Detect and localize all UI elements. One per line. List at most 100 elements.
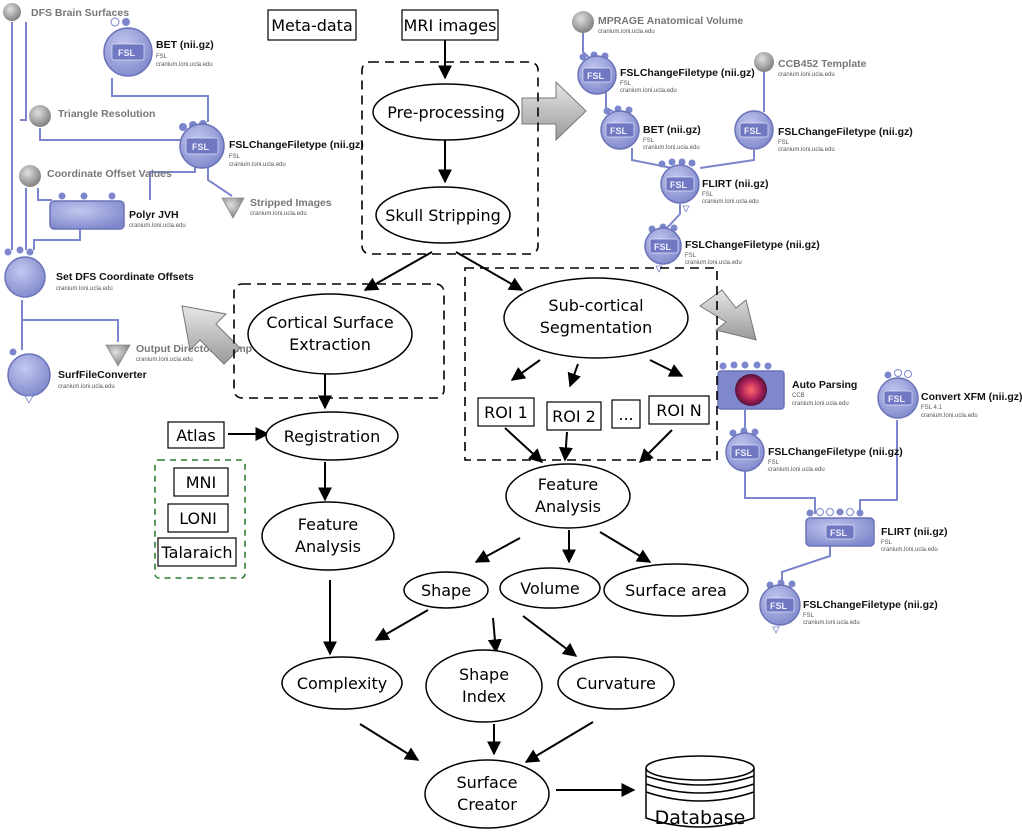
svg-text:ROI 2: ROI 2 [552, 407, 596, 426]
cortical-extraction-node[interactable]: Cortical Surface Extraction [247, 293, 413, 375]
mni-box[interactable]: MNI [173, 467, 229, 497]
svg-text:Segmentation: Segmentation [540, 318, 652, 337]
dfs-brain-surfaces-param[interactable]: DFS Brain Surfaces [3, 3, 129, 21]
svg-text:Convert XFM (nii.gz): Convert XFM (nii.gz) [921, 391, 1022, 403]
surffile-converter-module[interactable]: SurfFileConverter cranium.loni.ucla.edu [7, 348, 147, 404]
fslchangefiletype-tr-3[interactable]: FSL FSLChangeFiletype (nii.gz) FSL crani… [644, 223, 820, 273]
svg-text:Pre-processing: Pre-processing [387, 103, 504, 122]
svg-text:cranium.loni.ucla.edu: cranium.loni.ucla.edu [136, 357, 193, 363]
auto-parsing-module[interactable]: Auto Parsing CCB cranium.loni.ucla.edu [717, 361, 857, 410]
svg-text:FSL: FSL [768, 460, 780, 466]
flirt-module-tr[interactable]: FSL FLIRT (nii.gz) FSL cranium.loni.ucla… [658, 158, 769, 213]
svg-text:Analysis: Analysis [295, 537, 361, 556]
svg-text:Extraction: Extraction [289, 335, 371, 354]
svg-text:FSL: FSL [229, 154, 241, 160]
param-icon [3, 3, 21, 21]
fslchangefiletype-br-2[interactable]: FSL FSLChangeFiletype (nii.gz) FSL crani… [759, 579, 938, 634]
left-pipeline [11, 22, 233, 350]
svg-text:FSL: FSL [702, 192, 714, 198]
loni-box[interactable]: LONI [167, 503, 229, 533]
svg-text:FSL: FSL [643, 138, 655, 144]
roi-ellipsis-box[interactable]: ... [611, 399, 641, 429]
svg-text:FSL: FSL [881, 540, 893, 546]
surface-area-node[interactable]: Surface area [603, 563, 749, 617]
svg-text:cranium.loni.ucla.edu: cranium.loni.ucla.edu [921, 413, 978, 419]
svg-text:cranium.loni.ucla.edu: cranium.loni.ucla.edu [685, 260, 742, 266]
skull-stripping-node[interactable]: Skull Stripping [375, 186, 511, 244]
flirt-module-br[interactable]: FSL FLIRT (nii.gz) FSL cranium.loni.ucla… [805, 508, 947, 554]
coordinate-offset-label: Coordinate Offset Values [47, 168, 172, 180]
big-arrow-to-top-right [521, 80, 587, 142]
svg-text:Skull Stripping: Skull Stripping [385, 206, 501, 225]
svg-text:cranium.loni.ucla.edu: cranium.loni.ucla.edu [56, 286, 113, 292]
svg-text:CCB452 Template: CCB452 Template [778, 58, 867, 70]
ccb452-template-param[interactable]: CCB452 Template cranium.loni.ucla.edu [754, 52, 867, 78]
bet-sub2: cranium.loni.ucla.edu [156, 62, 213, 68]
brain-render-icon [735, 374, 767, 406]
database-cylinder[interactable]: Database [645, 755, 755, 829]
bottom-right-pipeline-links [744, 410, 898, 584]
fslchangefiletype-tr-2[interactable]: FSL FSLChangeFiletype (nii.gz) FSL crani… [734, 110, 913, 153]
svg-text:Index: Index [462, 687, 506, 706]
feature-analysis-left-node[interactable]: Feature Analysis [261, 501, 395, 571]
coordinate-offset-param[interactable]: Coordinate Offset Values [19, 165, 172, 187]
convert-xfm-module[interactable]: FSL Convert XFM (nii.gz) FSL 4.1 cranium… [877, 369, 1022, 420]
feature-analysis-right-node[interactable]: Feature Analysis [505, 463, 631, 529]
bet-sub1: FSL [156, 54, 168, 60]
registration-node[interactable]: Registration [265, 411, 399, 461]
set-dfs-module[interactable]: Set DFS Coordinate Offsets cranium.loni.… [4, 246, 194, 298]
svg-text:cranium.loni.ucla.edu: cranium.loni.ucla.edu [778, 72, 835, 78]
svg-text:Shape: Shape [459, 665, 509, 684]
bet-module-left[interactable]: FSL BET (nii.gz) FSL cranium.loni.ucla.e… [103, 17, 214, 77]
atlas-box[interactable]: Atlas [167, 421, 225, 449]
mri-images-box[interactable]: MRI images [401, 9, 499, 41]
flow-arrows [228, 38, 684, 797]
svg-text:LONI: LONI [179, 509, 217, 528]
surface-creator-node[interactable]: Surface Creator [424, 759, 550, 829]
svg-text:FSL: FSL [670, 180, 688, 190]
svg-text:FSL 4.1: FSL 4.1 [921, 405, 942, 411]
subcortical-group [464, 267, 718, 461]
svg-text:Sub-cortical: Sub-cortical [548, 296, 643, 315]
svg-text:Complexity: Complexity [297, 674, 387, 693]
subcortical-segmentation-node[interactable]: Sub-cortical Segmentation [503, 277, 689, 359]
preprocessing-node[interactable]: Pre-processing [372, 83, 520, 141]
mprage-param[interactable]: MPRAGE Anatomical Volume cranium.loni.uc… [572, 11, 743, 35]
dfs-brain-surfaces-label: DFS Brain Surfaces [31, 7, 129, 19]
svg-text:ROI 1: ROI 1 [484, 403, 528, 422]
complexity-node[interactable]: Complexity [281, 656, 403, 710]
fslchangefiletype-module-left[interactable]: FSL FSLChangeFiletype (nii.gz) FSL crani… [179, 120, 364, 169]
big-arrow-to-bottom-right [699, 289, 757, 341]
svg-text:Talaraich: Talaraich [161, 543, 233, 562]
svg-text:Meta-data: Meta-data [271, 16, 353, 35]
volume-node[interactable]: Volume [499, 567, 601, 609]
shape-index-node[interactable]: Shape Index [425, 649, 543, 723]
svg-text:FSL: FSL [587, 71, 605, 81]
svg-text:cranium.loni.ucla.edu: cranium.loni.ucla.edu [778, 147, 835, 153]
svg-text:FSL: FSL [803, 613, 815, 619]
triangle-resolution-param[interactable]: Triangle Resolution [29, 105, 155, 127]
roi2-box[interactable]: ROI 2 [546, 401, 602, 431]
fslchangefiletype-br-1[interactable]: FSL FSLChangeFiletype (nii.gz) FSL crani… [725, 427, 903, 474]
roi1-box[interactable]: ROI 1 [477, 397, 535, 427]
svg-text:CCB: CCB [792, 393, 805, 399]
svg-text:FSL: FSL [744, 126, 762, 136]
svg-text:FSL: FSL [192, 142, 210, 152]
bet-module-tr[interactable]: FSL BET (nii.gz) FSL cranium.loni.ucla.e… [600, 105, 701, 152]
talairach-box[interactable]: Talaraich [157, 537, 237, 567]
svg-text:FSL: FSL [610, 126, 628, 136]
svg-text:Polyr JVH: Polyr JVH [129, 209, 179, 221]
svg-text:FSLChangeFiletype (nii.gz): FSLChangeFiletype (nii.gz) [803, 599, 938, 611]
metadata-box[interactable]: Meta-data [267, 9, 357, 41]
stripped-images-output[interactable]: Stripped Images cranium.loni.ucla.edu [221, 197, 332, 219]
svg-text:MPRAGE Anatomical Volume: MPRAGE Anatomical Volume [598, 15, 743, 27]
svg-text:Set DFS Coordinate Offsets: Set DFS Coordinate Offsets [56, 271, 194, 283]
fslchangefiletype-tr-1[interactable]: FSL FSLChangeFiletype (nii.gz) FSL crani… [577, 51, 755, 95]
polyr-jvh-module[interactable]: Polyr JVH cranium.loni.ucla.edu [49, 192, 186, 230]
shape-node[interactable]: Shape [403, 571, 489, 609]
curvature-node[interactable]: Curvature [557, 656, 675, 710]
svg-text:FLIRT (nii.gz): FLIRT (nii.gz) [881, 526, 947, 538]
svg-text:SurfFileConverter: SurfFileConverter [58, 369, 147, 381]
roin-box[interactable]: ROI N [648, 395, 710, 425]
